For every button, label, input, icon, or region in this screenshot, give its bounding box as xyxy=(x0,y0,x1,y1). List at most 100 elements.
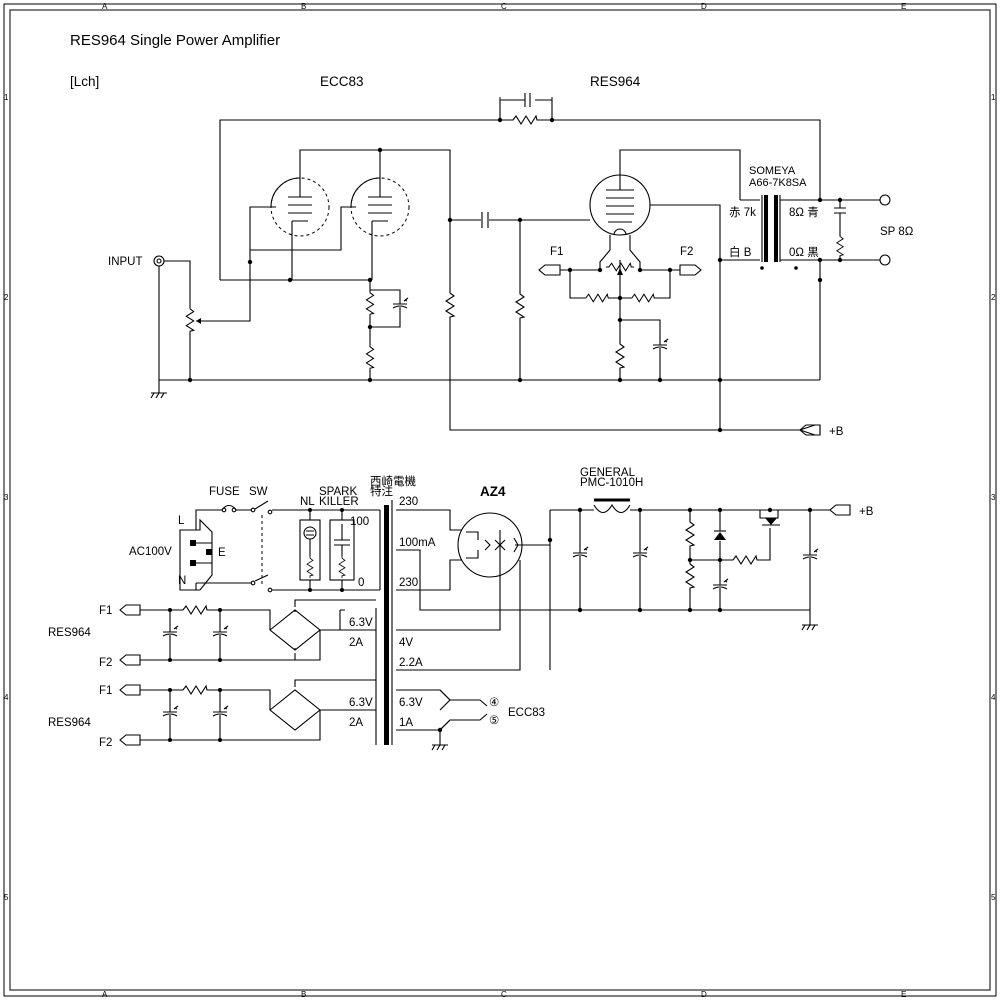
power-switch[interactable] xyxy=(254,500,269,510)
heater2-f1-label: F1 xyxy=(99,685,112,697)
input-jack[interactable] xyxy=(153,255,165,267)
ecc83-heater-label: ECC83 xyxy=(508,707,545,719)
grid-row-3: 3 xyxy=(4,493,9,502)
rectifier-label: AZ4 xyxy=(480,484,506,499)
opt-maker-label: SOMEYA xyxy=(749,165,796,177)
inlet-n-label: N xyxy=(178,575,186,587)
grid-row-4: 4 xyxy=(4,693,9,702)
grid-row-1-right: 1 xyxy=(991,93,996,102)
grid-labels: A B C D E A B C D E 1 2 3 4 5 1 2 3 4 5 xyxy=(4,2,996,999)
cathode-bypass-cap xyxy=(392,297,409,314)
grid-col-a: A xyxy=(102,2,108,11)
ground-symbol-input xyxy=(150,392,168,399)
neon-lamp-label: NL xyxy=(300,496,315,508)
output-cathode-resistor xyxy=(615,340,625,372)
zener-cap xyxy=(712,578,729,595)
heater-f1-label: F1 xyxy=(550,246,563,258)
pt-maker-label-1: 西崎電機 xyxy=(370,474,416,488)
grid-row-1: 1 xyxy=(4,93,9,102)
heater1-bridge-rectifier xyxy=(269,609,321,651)
opt-model-label: A66-7K8SA xyxy=(749,177,807,189)
ecc83-heater-ground xyxy=(431,744,449,751)
heater1-f2-label: F2 xyxy=(99,657,112,669)
amp-b-plus-label: +B xyxy=(829,426,844,438)
heater2-bridge-rectifier xyxy=(269,689,321,731)
opt-8ohm-label: 8Ω 青 xyxy=(789,206,819,219)
gate-resistor xyxy=(729,555,761,565)
grid-row-5: 5 xyxy=(4,893,9,902)
grid-leak-resistor xyxy=(515,290,525,322)
switch-label: SW xyxy=(249,486,268,498)
balance-resistor-right xyxy=(628,293,658,303)
pt-maker-label-2: 特注 xyxy=(370,484,393,498)
grid-row-2-right: 2 xyxy=(991,293,996,302)
sheet-border xyxy=(3,3,997,997)
nfb-resistor xyxy=(509,115,541,125)
grid-col-e-bottom: E xyxy=(901,990,906,999)
tap-100-label: 100 xyxy=(350,516,369,528)
choke xyxy=(593,503,631,514)
heater2-amp-label: 2A xyxy=(349,717,363,729)
grid-row-2: 2 xyxy=(4,293,9,302)
cathode-resistor-1 xyxy=(365,289,375,318)
ht-230b-label: 230 xyxy=(399,577,418,589)
inlet-l-label: L xyxy=(178,515,185,527)
grid-col-c: C xyxy=(501,2,507,11)
ht-current-label: 100mA xyxy=(399,537,436,549)
rect-fil-volt-label: 4V xyxy=(399,637,413,649)
power-supply-circuit: FUSE SW NL SPARK KILLER 西崎電機 特注 230 100m… xyxy=(48,467,874,751)
speaker-terminal-minus[interactable] xyxy=(879,254,891,266)
cathode-resistor-2 xyxy=(365,343,375,372)
tap-0-label: 0 xyxy=(358,577,364,589)
zobel-resistor xyxy=(836,233,844,259)
balance-resistor-left xyxy=(582,293,612,303)
res964-heater-label-2: RES964 xyxy=(48,717,91,729)
divider-resistor-2 xyxy=(685,560,695,592)
output-cathode-bypass-cap xyxy=(652,338,669,355)
divider-resistor-1 xyxy=(685,518,695,550)
grid-row-4-right: 4 xyxy=(991,693,996,702)
grid-col-b-bottom: B xyxy=(301,990,306,999)
amplifier-circuit: INPUT xyxy=(108,93,914,438)
res964-heater-label-1: RES964 xyxy=(48,627,91,639)
diagram-title: RES964 Single Power Amplifier xyxy=(70,32,280,49)
ecc83-pin5-label: ⑤ xyxy=(489,715,499,727)
heater-f2-label: F2 xyxy=(680,246,693,258)
opt-primary-label: 赤 7k xyxy=(729,206,756,219)
grid-row-5-right: 5 xyxy=(991,893,996,902)
input-label: INPUT xyxy=(108,256,143,268)
heater3-volt-label: 6.3V xyxy=(399,697,423,709)
choke-label-2: PMC-1010H xyxy=(580,477,643,489)
inlet-e-label: E xyxy=(218,547,226,559)
ecc83-pin4-label: ④ xyxy=(489,697,499,709)
heater1-volt-label: 6.3V xyxy=(349,617,373,629)
heater2-volt-label: 6.3V xyxy=(349,697,373,709)
ht-230a-label: 230 xyxy=(399,496,418,508)
channel-label: [Lch] xyxy=(70,74,99,89)
speaker-label: SP 8Ω xyxy=(880,226,914,238)
grid-row-3-right: 3 xyxy=(991,493,996,502)
res964-tube-label: RES964 xyxy=(590,74,641,89)
grid-col-d: D xyxy=(701,2,707,11)
grid-col-b: B xyxy=(301,2,306,11)
heater1-series-resistor xyxy=(179,605,211,615)
psu-ground-symbol xyxy=(801,624,819,631)
heater2-f2-label: F2 xyxy=(99,737,112,749)
choke-label-1: GENERAL xyxy=(580,467,636,479)
grid-col-a-bottom: A xyxy=(102,990,108,999)
fuse-label: FUSE xyxy=(209,486,240,498)
opt-primary-b-label: 白 B xyxy=(729,245,752,259)
grid-col-e: E xyxy=(901,2,906,11)
heater1-amp-label: 2A xyxy=(349,637,363,649)
ac-voltage-label: AC100V xyxy=(129,546,172,558)
spark-killer-label-2: KILLER xyxy=(319,496,359,508)
rect-fil-amp-label: 2.2A xyxy=(399,657,423,669)
heater3-amp-label: 1A xyxy=(399,717,413,729)
speaker-terminal-plus[interactable] xyxy=(879,194,891,206)
filter-cap-1 xyxy=(572,546,589,563)
sheet-inner-border xyxy=(9,9,991,991)
output-filter-cap xyxy=(802,548,819,565)
filter-cap-2 xyxy=(632,546,649,563)
volume-pot[interactable] xyxy=(185,305,195,335)
